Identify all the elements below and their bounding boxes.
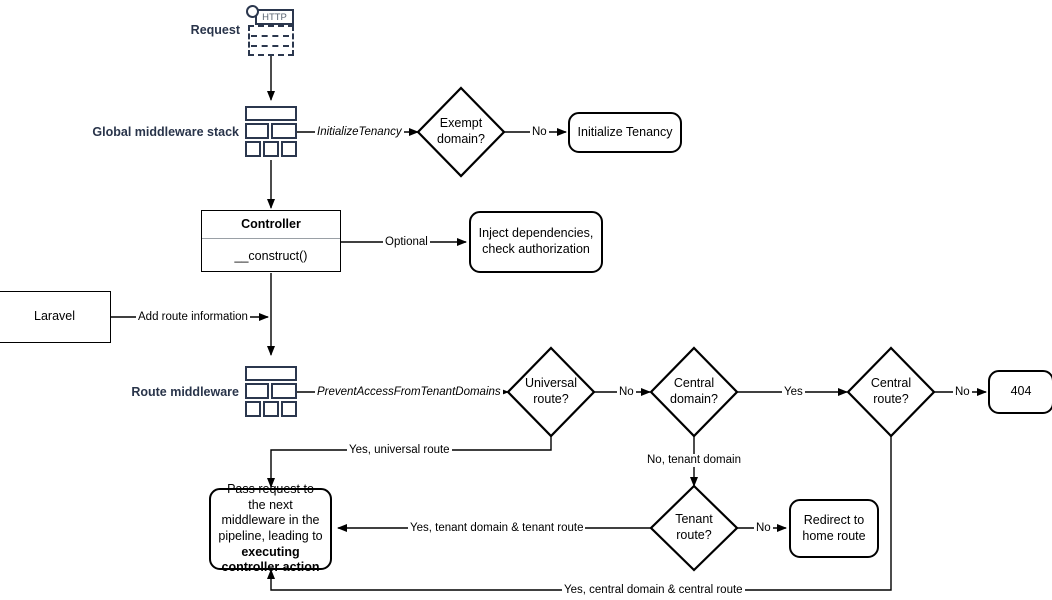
edge-label-prevent-access: PreventAccessFromTenantDomains: [315, 386, 503, 399]
edge-label-exempt-no: No: [530, 126, 549, 139]
edge-label-tenant-route-no: No: [754, 522, 773, 535]
node-controller[interactable]: Controller __construct(): [201, 210, 341, 272]
edge-label-central-route-no: No: [953, 386, 972, 399]
route-stack-cell-top: [245, 366, 297, 381]
node-initialize-tenancy[interactable]: Initialize Tenancy: [568, 112, 682, 153]
node-redirect-home-route[interactable]: Redirect to home route: [789, 499, 879, 558]
http-badge-label: HTTP: [255, 9, 294, 25]
http-circle-glyph: [246, 5, 259, 18]
controller-class-member: __construct(): [234, 248, 308, 263]
stack-cell-mid-1: [245, 123, 269, 139]
edge-label-yes-central-domain-central-route: Yes, central domain & central route: [562, 584, 745, 597]
edge-label-yes-universal-route: Yes, universal route: [347, 444, 452, 457]
node-central-domain-text: Central domain?: [670, 376, 718, 406]
edge-label-central-domain-yes: Yes: [782, 386, 805, 399]
http-dashed-body: [248, 25, 294, 56]
route-middleware-label: Route middleware: [131, 385, 239, 399]
pass-request-text: Pass request to the next middleware in t…: [218, 482, 323, 543]
diamond-universal-route: [506, 346, 596, 438]
route-stack-cell-mid-1: [245, 383, 269, 399]
route-stack-cell-bot-2: [263, 401, 279, 417]
edge-label-universal-no: No: [617, 386, 636, 399]
stack-cell-bot-1: [245, 141, 261, 157]
http-request-icon: HTTP: [246, 5, 298, 58]
diamond-tenant-route: [649, 484, 739, 572]
stack-cell-mid-2: [271, 123, 297, 139]
route-stack-cell-bot-1: [245, 401, 261, 417]
node-universal-route-text: Universal route?: [524, 376, 578, 406]
node-404[interactable]: 404: [988, 370, 1052, 414]
route-stack-cell-mid-2: [271, 383, 297, 399]
route-stack-cell-bot-3: [281, 401, 297, 417]
stack-cell-bot-3: [281, 141, 297, 157]
node-tenant-route-text: Tenant route?: [675, 512, 713, 542]
request-label: Request: [190, 23, 240, 37]
global-middleware-stack-label: Global middleware stack: [92, 125, 239, 139]
http-dash-row-1: [251, 35, 289, 37]
node-pass-request-to-next-middleware[interactable]: Pass request to the next middleware in t…: [209, 482, 332, 574]
route-middleware-stack-icon: [245, 366, 297, 418]
http-dash-row-2: [251, 45, 289, 47]
controller-class-title: Controller: [202, 211, 340, 239]
diamond-central-domain: [649, 346, 739, 438]
stack-cell-top: [245, 106, 297, 121]
edge-label-initialize-tenancy: InitializeTenancy: [315, 126, 404, 139]
diamond-exempt-domain: [416, 86, 506, 178]
node-inject-dependencies[interactable]: Inject dependencies, check authorization: [469, 211, 603, 273]
diamond-central-route: [846, 346, 936, 438]
edge-label-optional: Optional: [383, 236, 430, 249]
node-central-route-text: Central route?: [870, 376, 912, 406]
edge-label-yes-tenant-domain-tenant-route: Yes, tenant domain & tenant route: [408, 522, 586, 535]
pass-request-bold-text: executing controller action: [221, 544, 320, 575]
global-middleware-stack-icon: [245, 106, 297, 158]
edge-label-no-tenant-domain: No, tenant domain: [645, 454, 743, 467]
node-laravel[interactable]: Laravel: [0, 291, 111, 343]
edge-label-add-route-information: Add route information: [136, 311, 250, 324]
node-exempt-domain-text: Exempt domain?: [437, 116, 485, 146]
stack-cell-bot-2: [263, 141, 279, 157]
